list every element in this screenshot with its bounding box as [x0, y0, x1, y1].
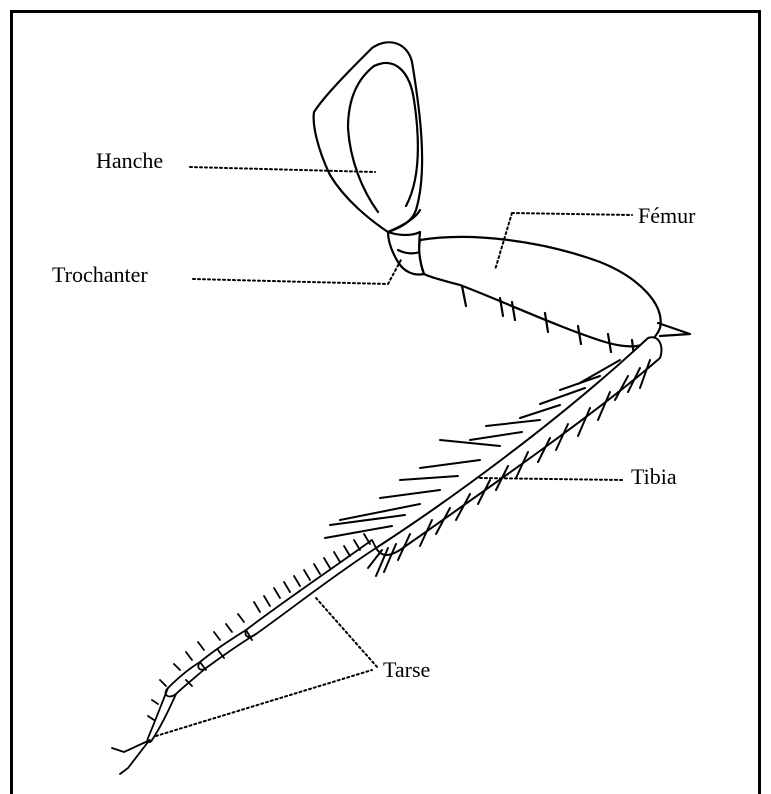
leader-tarse-upper [316, 598, 378, 668]
leader-tarse-lower [156, 670, 372, 736]
leader-femur [512, 213, 632, 215]
tarsus-drawing [112, 534, 376, 774]
coxa-drawing [314, 42, 422, 232]
leader-trochanter [193, 258, 402, 284]
label-femur: Fémur [638, 205, 695, 227]
tibia-drawing [325, 337, 662, 576]
label-hanche: Hanche [96, 150, 163, 172]
label-tarse: Tarse [383, 659, 430, 681]
label-tibia: Tibia [631, 466, 677, 488]
label-trochanter: Trochanter [52, 264, 148, 286]
